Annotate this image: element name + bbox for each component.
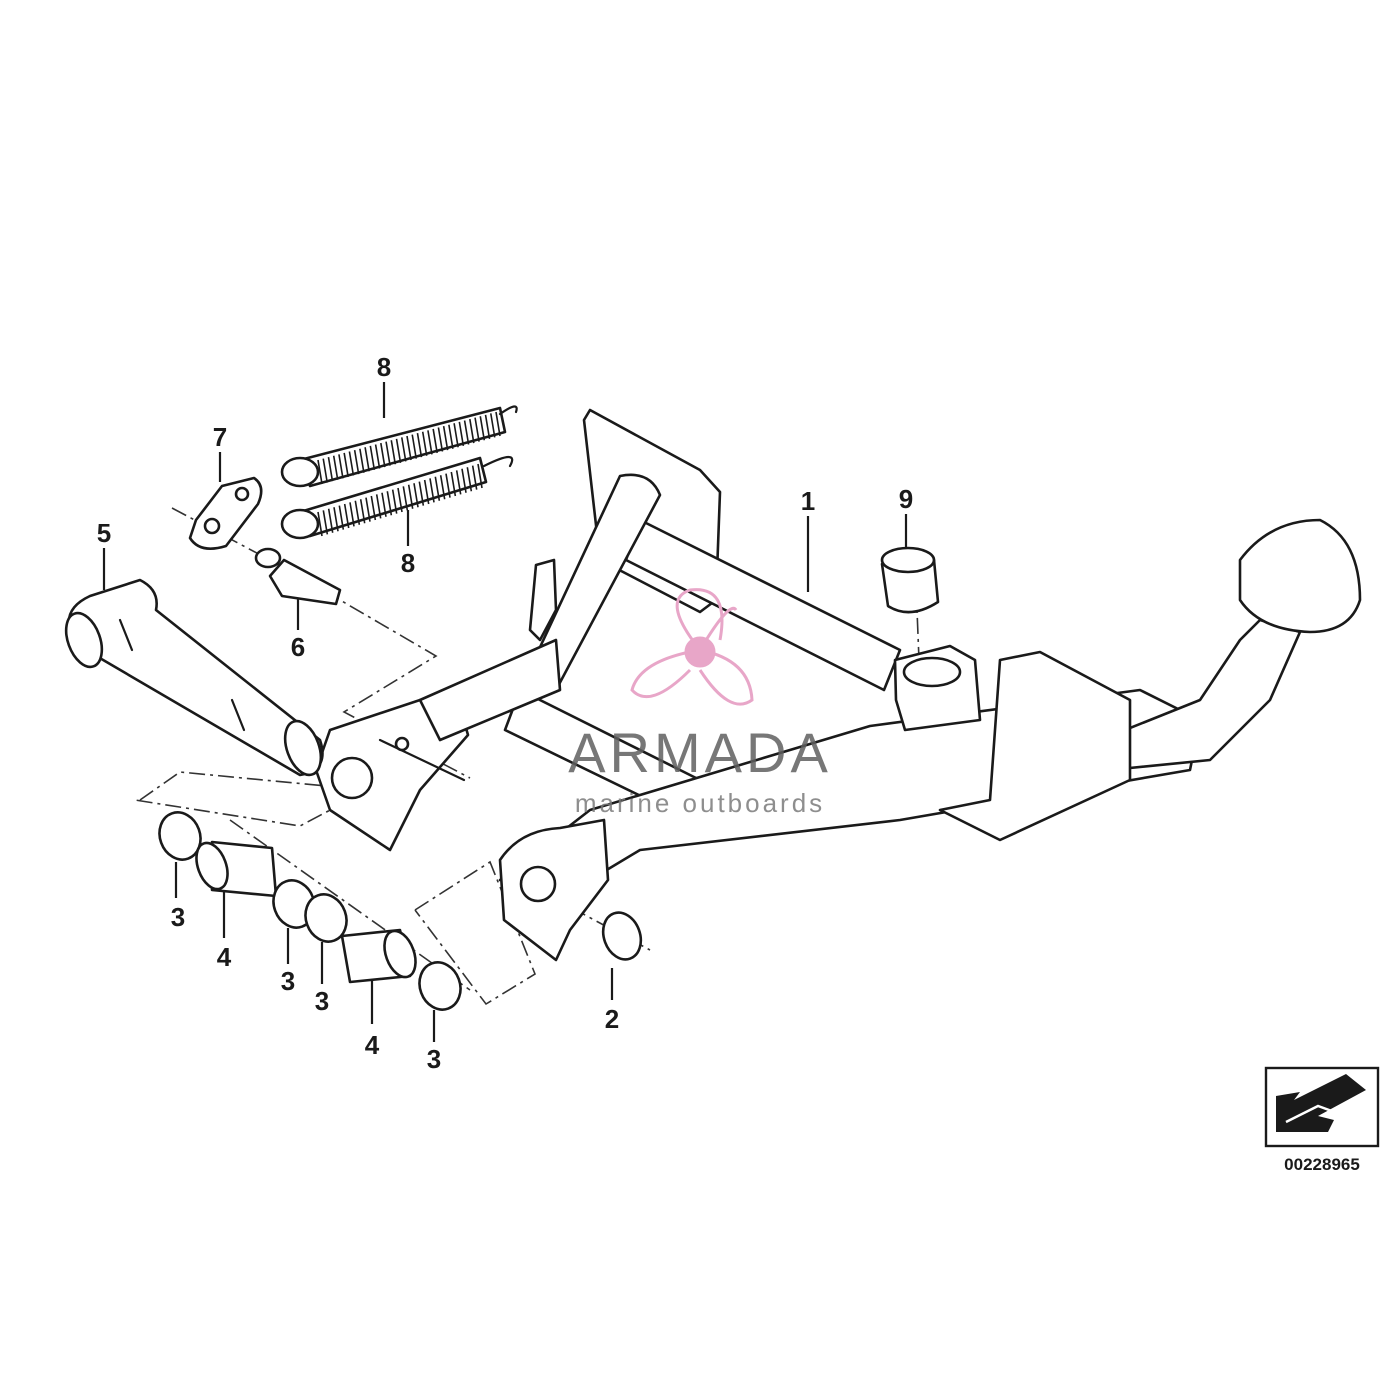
spring-coil <box>461 468 467 493</box>
spring-coil <box>381 492 387 517</box>
spring-coil <box>418 481 425 506</box>
reference-number: 00228965 <box>1284 1155 1360 1174</box>
spring-coil <box>439 475 446 500</box>
callout-4: 4 <box>365 1030 380 1060</box>
spring-coil <box>421 431 428 456</box>
spring-coil <box>370 495 377 521</box>
callout-3: 3 <box>315 986 329 1016</box>
spring-coil <box>434 476 441 501</box>
spring-coil <box>413 483 419 508</box>
callout-5: 5 <box>97 518 111 548</box>
circlip <box>601 911 643 961</box>
spring-coil <box>400 437 407 462</box>
spring-coil <box>442 425 449 451</box>
washers-and-bushes <box>158 811 462 1011</box>
spring-coil <box>348 451 355 476</box>
spring-coil <box>322 510 329 535</box>
spring-coil <box>469 418 475 444</box>
spring-coil <box>327 457 334 482</box>
spring-coil <box>317 459 323 485</box>
callout-numbers: 1 2 3 3 3 3 4 4 5 6 7 8 8 9 <box>97 352 913 1074</box>
watermark-brand: ARMADA <box>568 721 832 784</box>
spring-coil <box>466 467 473 492</box>
spring-coil <box>427 430 433 455</box>
pivot-shaft <box>64 578 324 777</box>
orientation-box: 00228965 <box>1264 1066 1380 1174</box>
spring-coil <box>429 478 435 503</box>
spring-coil <box>445 473 451 498</box>
spring-coil <box>317 511 323 537</box>
bolt <box>254 547 342 606</box>
spring-coil <box>338 505 345 530</box>
spring-coil <box>333 507 339 532</box>
callout-leaders <box>102 382 908 1042</box>
spring-coil <box>463 420 470 445</box>
spring-coil <box>479 416 486 441</box>
direction-arrow-icon <box>1276 1074 1366 1132</box>
spring-coil <box>453 423 459 448</box>
spring-coil <box>375 494 382 519</box>
spring-coil <box>474 417 480 442</box>
spring-coil <box>407 484 414 509</box>
spring-coil <box>450 471 457 497</box>
spring-coil <box>385 441 391 466</box>
callout-3: 3 <box>427 1044 441 1074</box>
spring-coil <box>364 447 370 472</box>
spring-coil <box>322 458 329 483</box>
armada-watermark: ARMADA marine outboards <box>568 588 832 818</box>
spring-coil <box>327 508 334 533</box>
spring-coil <box>455 470 462 495</box>
spring-coil <box>386 491 393 516</box>
spring-coil <box>359 448 365 473</box>
spring-coil <box>448 424 454 449</box>
bracket-plate <box>188 476 263 550</box>
springs <box>280 405 518 540</box>
spring-coil <box>397 487 403 513</box>
spring-coil <box>437 427 444 452</box>
spring-coil <box>380 442 386 468</box>
rubber-plug <box>880 546 940 614</box>
spring-coil <box>390 440 397 465</box>
spring-coil <box>432 428 438 454</box>
spring-coil <box>369 445 376 471</box>
callout-3: 3 <box>281 966 295 996</box>
spring-coil <box>495 411 501 437</box>
spring-coil <box>338 454 344 479</box>
spring-coil <box>395 438 402 463</box>
spring-coil <box>411 434 418 459</box>
callout-3: 3 <box>171 902 185 932</box>
spring-coil <box>391 489 398 514</box>
spring-coil <box>365 497 371 522</box>
watermark-tagline: marine outboards <box>575 788 825 818</box>
spring-coil <box>359 499 366 524</box>
spring-coil <box>332 455 339 480</box>
spring-coil <box>343 503 350 529</box>
spring-coil <box>458 421 465 447</box>
spring-coil <box>416 433 423 458</box>
spring-coil <box>353 449 360 475</box>
spring-coil <box>477 463 483 489</box>
callout-2: 2 <box>605 1004 619 1034</box>
spring-coil <box>402 486 409 511</box>
spring-coil <box>406 435 412 461</box>
callout-6: 6 <box>291 632 305 662</box>
stand-frame <box>314 408 1362 962</box>
propeller-logo <box>630 588 754 706</box>
callout-4: 4 <box>217 942 232 972</box>
spring-coil <box>343 452 349 478</box>
callout-8: 8 <box>401 548 415 578</box>
spring-coil <box>489 413 496 438</box>
callout-8: 8 <box>377 352 391 382</box>
spring-coil <box>349 502 355 527</box>
spring-coil <box>484 414 491 439</box>
spring-coil <box>354 500 361 525</box>
spring-coil <box>374 444 381 469</box>
callout-9: 9 <box>899 484 913 514</box>
spring-coil <box>423 479 430 505</box>
spring-coil <box>471 465 478 490</box>
callout-7: 7 <box>213 422 227 452</box>
callout-1: 1 <box>801 486 815 516</box>
